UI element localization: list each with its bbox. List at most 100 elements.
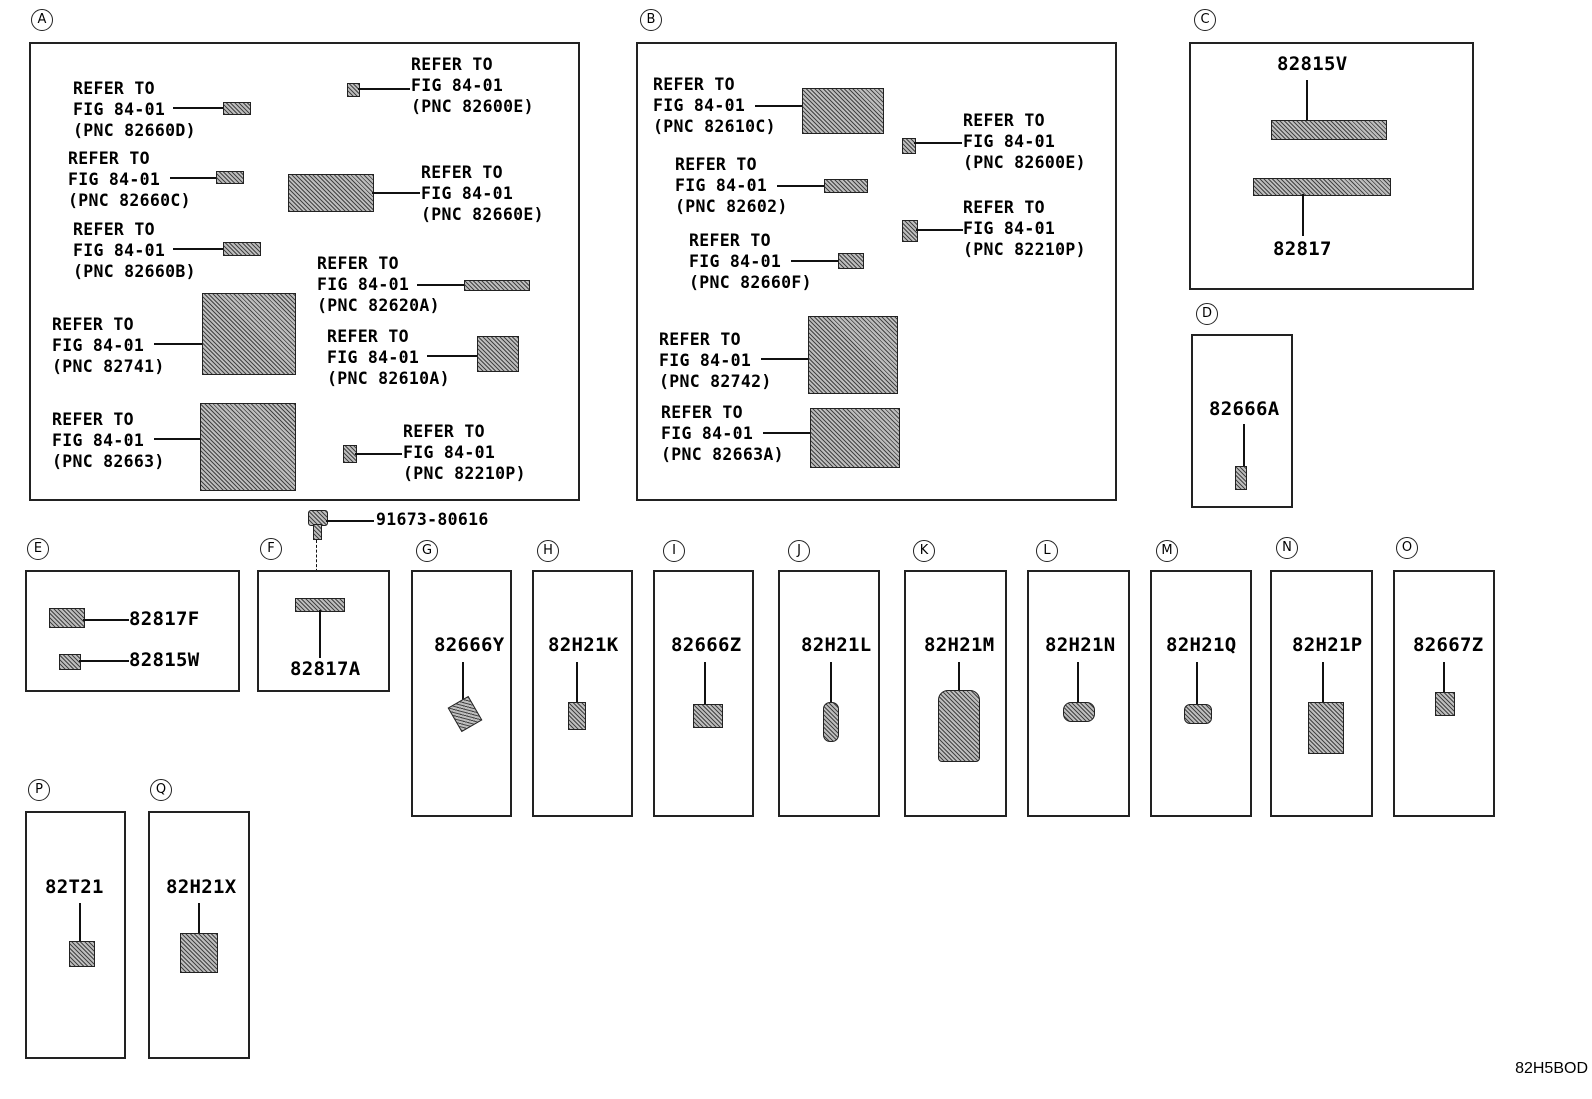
leader-line: [755, 105, 802, 107]
cover-part: [568, 702, 586, 730]
cover-part: [69, 941, 95, 967]
part-number: 82H21P: [1292, 634, 1363, 656]
section-f-box: 82817A: [257, 570, 390, 692]
section-k-marker: K: [913, 540, 935, 562]
leader-line: [372, 192, 420, 194]
box-cover-part: [1308, 702, 1344, 754]
leader-line: [170, 177, 216, 179]
section-o-marker: O: [1396, 537, 1418, 559]
connector-part: [902, 138, 916, 154]
part-number: 82666Y: [434, 634, 505, 656]
box-cover-part: [938, 690, 980, 762]
section-o-box: 82667Z: [1393, 570, 1495, 817]
connector-part: [223, 102, 251, 115]
cover-part: [447, 695, 483, 733]
leader-line: [704, 662, 706, 704]
section-n-box: 82H21P: [1270, 570, 1373, 817]
leader-line: [79, 660, 129, 662]
leader-line: [830, 662, 832, 702]
leader-line: [198, 903, 200, 933]
junction-block-part: [202, 293, 296, 375]
section-k-box: 82H21M: [904, 570, 1007, 817]
leader-line: [1322, 662, 1324, 702]
leader-line: [791, 260, 838, 262]
section-e-marker: E: [27, 538, 49, 560]
leader-line: [358, 88, 410, 90]
leader-line: [462, 662, 464, 700]
relay-part: [477, 336, 519, 372]
part-number: 82815W: [129, 649, 200, 671]
section-j-marker: J: [788, 540, 810, 562]
connector-part: [838, 253, 864, 269]
bus-bar-part: [464, 280, 530, 291]
leader-line: [914, 142, 962, 144]
part-number: 82H21K: [548, 634, 619, 656]
leader-line: [1243, 424, 1245, 466]
bolt-axis-line: [316, 540, 317, 596]
section-c-marker: C: [1194, 9, 1216, 31]
section-h-marker: H: [537, 540, 559, 562]
leader-line: [319, 610, 321, 658]
section-m-box: 82H21Q: [1150, 570, 1252, 817]
section-j-box: 82H21L: [778, 570, 880, 817]
leader-line: [355, 453, 402, 455]
cover-part: [693, 704, 723, 728]
section-e-box: 82817F 82815W: [25, 570, 240, 692]
connector-part: [347, 83, 360, 97]
section-m-marker: M: [1156, 540, 1178, 562]
leader-line: [958, 662, 960, 690]
bolt-shank: [313, 524, 322, 540]
leader-line: [761, 358, 808, 360]
clamp-part: [59, 654, 81, 670]
part-number: 82817: [1273, 238, 1332, 260]
diagram-code: 82H5BOD: [1515, 1060, 1588, 1077]
section-p-box: 82T21: [25, 811, 126, 1059]
relay-block-part: [802, 88, 884, 134]
bolt-part-number: 91673-80616: [376, 510, 489, 529]
block-cover-part: [200, 403, 296, 491]
section-b-marker: B: [640, 9, 662, 31]
cover-part: [1063, 702, 1095, 722]
part-number: 82815V: [1277, 53, 1348, 75]
part-number: 82817A: [290, 658, 361, 680]
section-d-box: 82666A: [1191, 334, 1293, 508]
section-i-box: 82666Z: [653, 570, 754, 817]
leader-line: [79, 903, 81, 941]
cover-part: [823, 702, 839, 742]
leader-line: [1077, 662, 1079, 702]
part-number: 82667Z: [1413, 634, 1484, 656]
leader-line: [154, 343, 202, 345]
section-p-marker: P: [28, 779, 50, 801]
leader-line: [916, 229, 963, 231]
clip-part: [1235, 466, 1247, 490]
section-g-box: 82666Y: [411, 570, 512, 817]
section-l-box: 82H21N: [1027, 570, 1130, 817]
section-q-marker: Q: [150, 779, 172, 801]
protector-part: [1253, 178, 1391, 196]
leader-line: [777, 185, 824, 187]
leader-line: [576, 662, 578, 702]
part-number: 82666Z: [671, 634, 742, 656]
leader-line: [1306, 80, 1308, 122]
clamp-part: [295, 598, 345, 612]
leader-line: [1443, 662, 1445, 692]
leader-line: [326, 520, 374, 522]
part-number: 82H21Q: [1166, 634, 1237, 656]
leader-line: [1196, 662, 1198, 704]
section-f-marker: F: [260, 538, 282, 560]
cover-part: [1184, 704, 1212, 724]
connector-part: [824, 179, 868, 193]
section-d-marker: D: [1196, 303, 1218, 325]
bolt-head: [308, 510, 328, 526]
